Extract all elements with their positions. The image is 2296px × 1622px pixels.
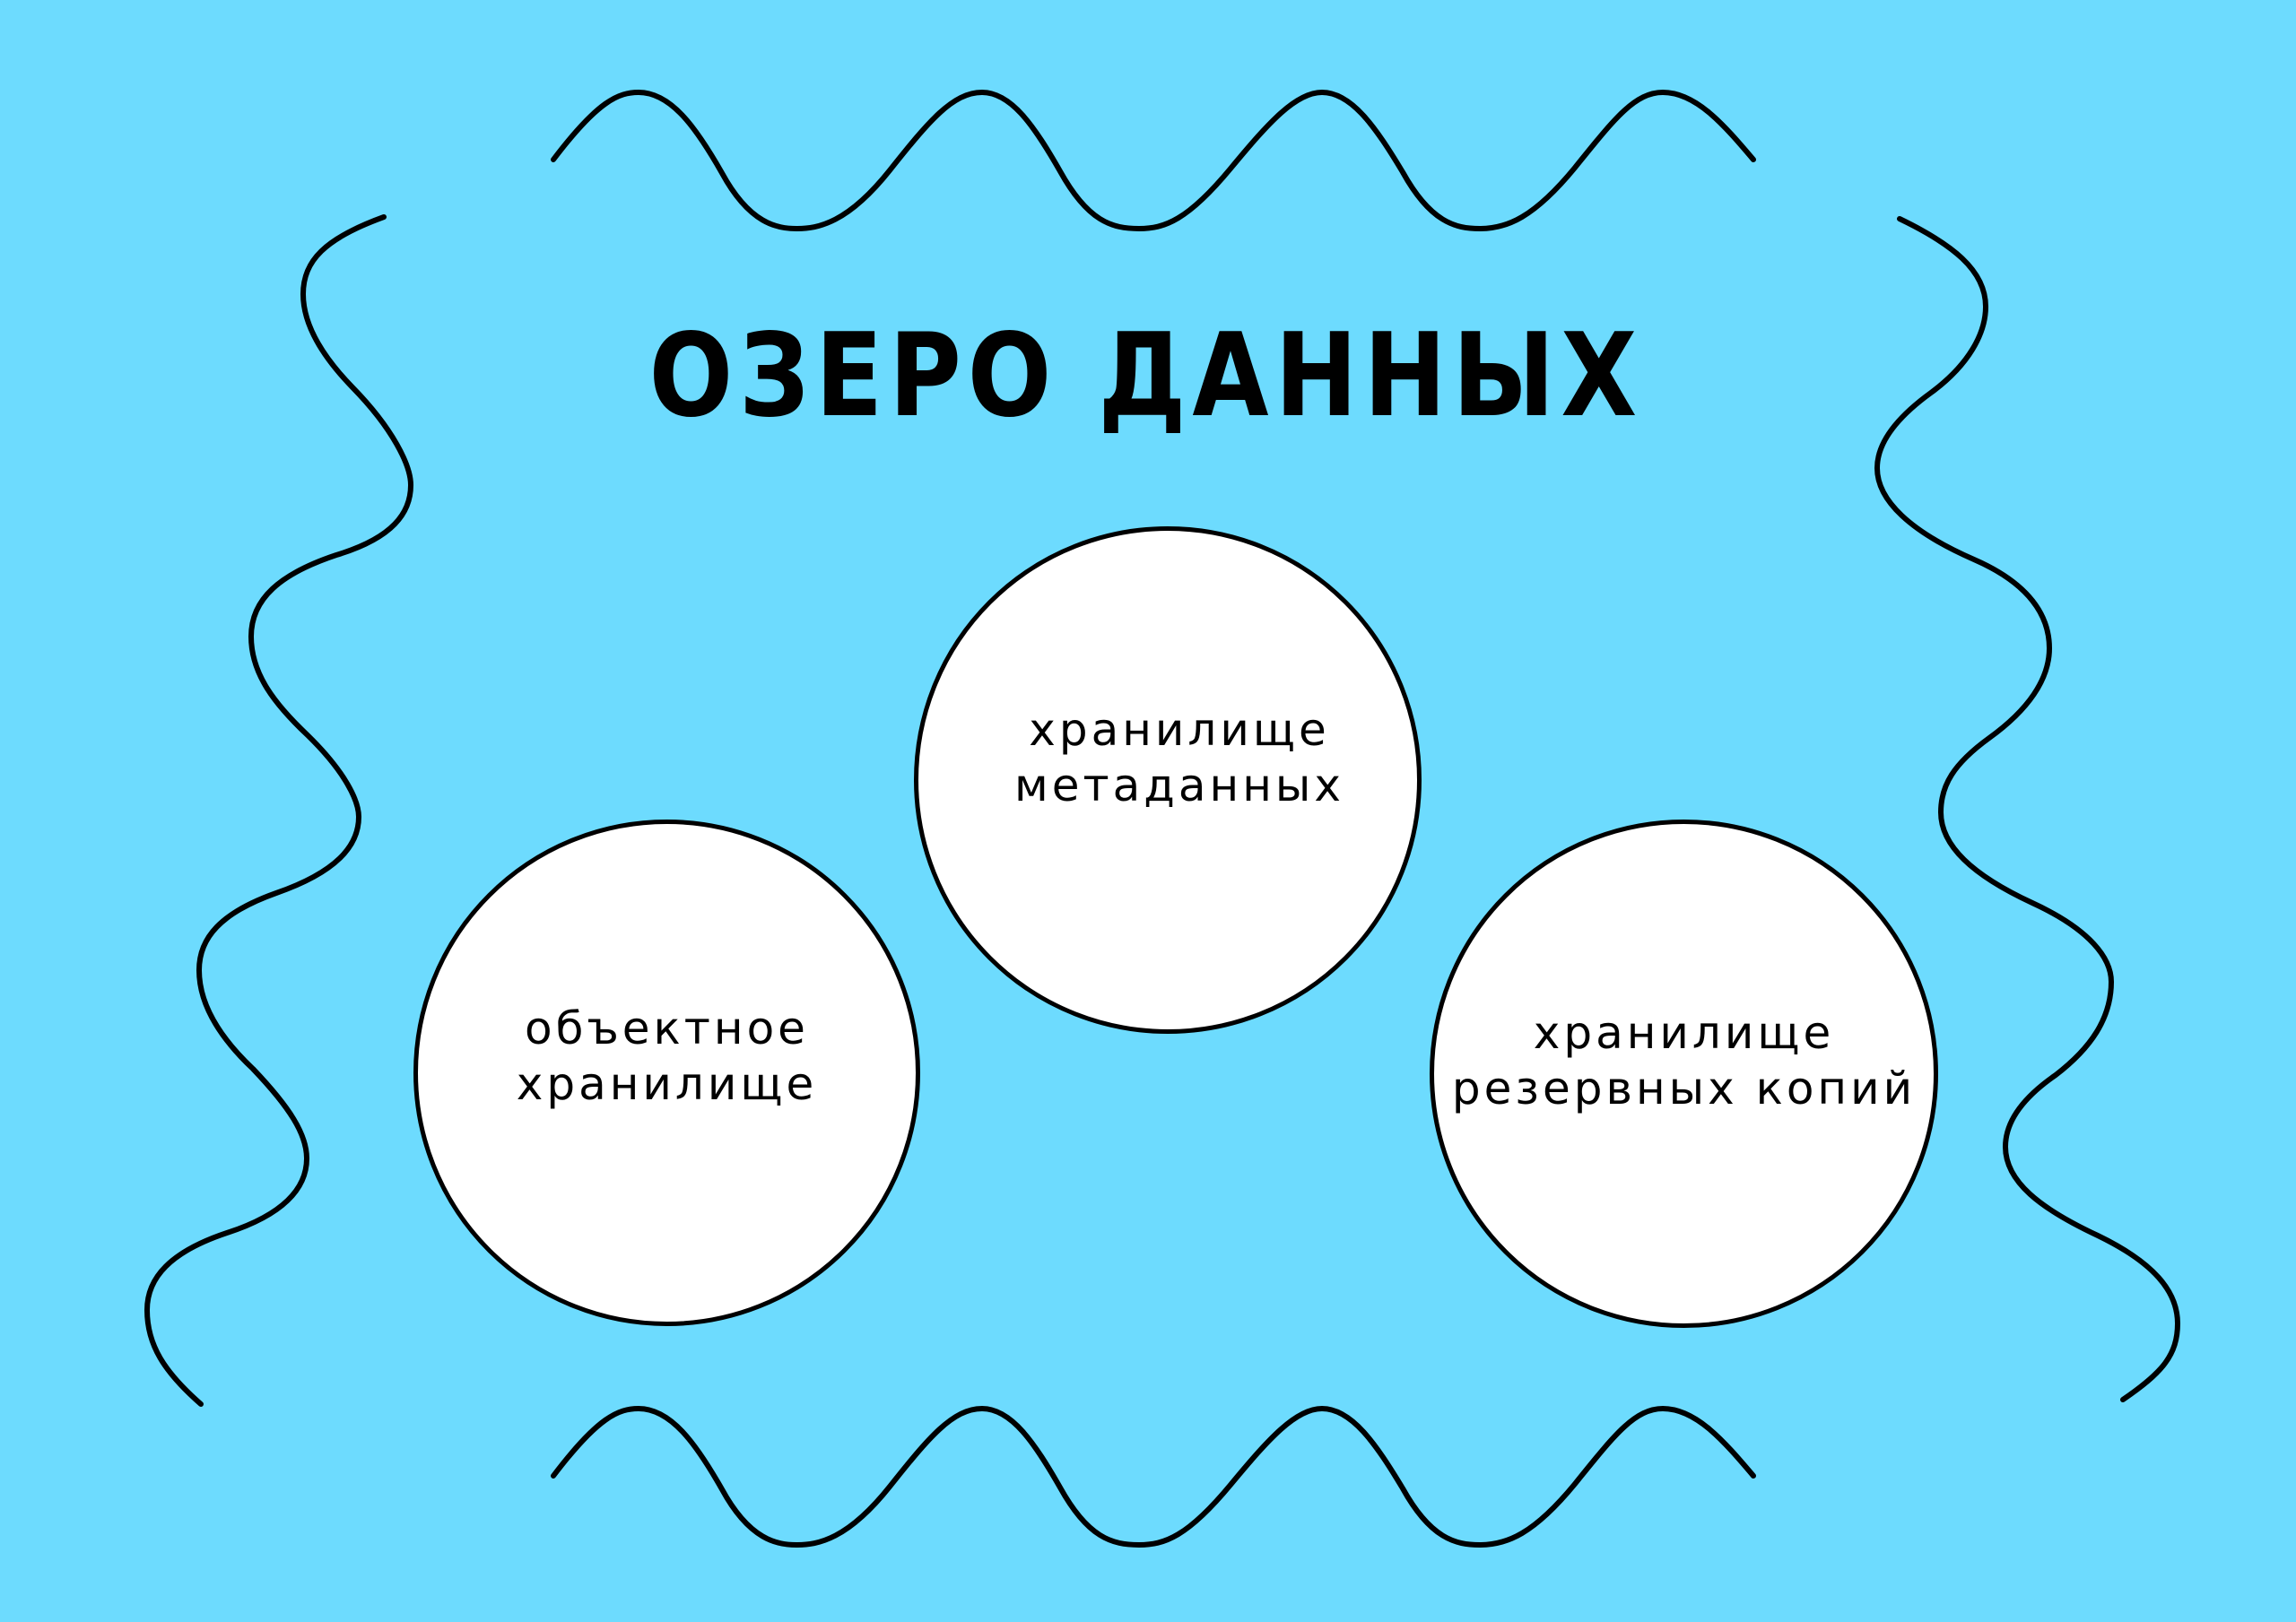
- object-storage-circle: объектное хранилище: [413, 820, 920, 1326]
- metadata-storage-label-line-1: хранилище: [1029, 704, 1330, 756]
- metadata-storage-label: хранилище метаданных: [1014, 702, 1344, 813]
- backup-storage-label: хранилище резервных копий: [1452, 1005, 1916, 1116]
- right-wave: [1874, 216, 2180, 1402]
- object-storage-label-line-1: объектное: [525, 1002, 809, 1054]
- backup-storage-label-line-2: резервных копий: [1451, 1062, 1917, 1115]
- bottom-wave: [551, 1406, 1756, 1548]
- metadata-storage-label-line-2: метаданных: [1014, 759, 1344, 811]
- metadata-storage-circle: хранилище метаданных: [914, 526, 1422, 1034]
- backup-storage-circle: хранилище резервных копий: [1430, 820, 1938, 1328]
- diagram-title: ОЗЕРО ДАННЫХ: [648, 309, 1644, 443]
- object-storage-label: объектное хранилище: [517, 1001, 817, 1112]
- left-wave: [144, 214, 413, 1407]
- object-storage-label-line-2: хранилище: [516, 1057, 818, 1110]
- top-wave: [551, 90, 1756, 231]
- backup-storage-label-line-1: хранилище: [1533, 1006, 1835, 1059]
